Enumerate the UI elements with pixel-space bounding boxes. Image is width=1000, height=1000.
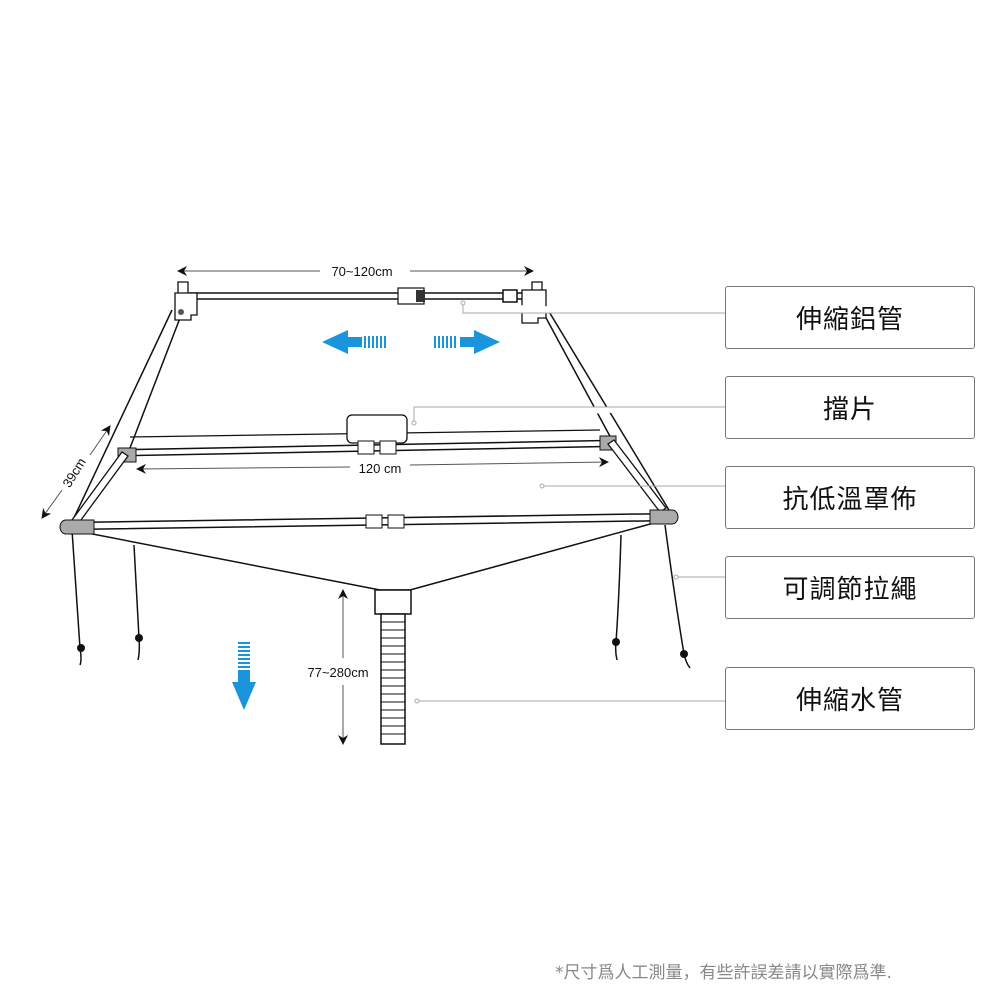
label-stopper: 擋片 <box>725 376 975 439</box>
label-cold-resistant-cover: 抗低溫罩佈 <box>725 466 975 529</box>
stopper-plate <box>117 414 617 463</box>
dim-depth-up <box>89 425 111 456</box>
string-beads <box>77 634 688 658</box>
label-telescopic-hose: 伸縮水管 <box>725 667 975 730</box>
front-bar <box>59 509 679 535</box>
expand-right-arrow-icon <box>434 330 500 354</box>
telescopic-aluminum-bar <box>174 281 547 324</box>
label-telescopic-aluminum-tube: 伸縮鋁管 <box>725 286 975 349</box>
dim-top-width: 70~120cm <box>331 264 392 279</box>
leader-lines <box>411 300 725 704</box>
dim-hose-length: 77~280cm <box>307 665 368 680</box>
dim-depth-down <box>41 489 63 519</box>
dim-depth: 39cm <box>59 455 89 490</box>
dim-front-left <box>136 463 351 474</box>
measurement-footnote: *尺寸爲人工測量，有些許誤差請以實際爲準. <box>555 963 892 983</box>
label-adjustable-string: 可調節拉繩 <box>725 556 975 619</box>
expand-left-arrow-icon <box>322 330 386 354</box>
telescopic-hose <box>374 589 412 745</box>
dim-front-right <box>409 457 609 468</box>
dim-front-width: 120 cm <box>359 461 402 476</box>
extend-down-arrow-icon <box>232 642 256 710</box>
